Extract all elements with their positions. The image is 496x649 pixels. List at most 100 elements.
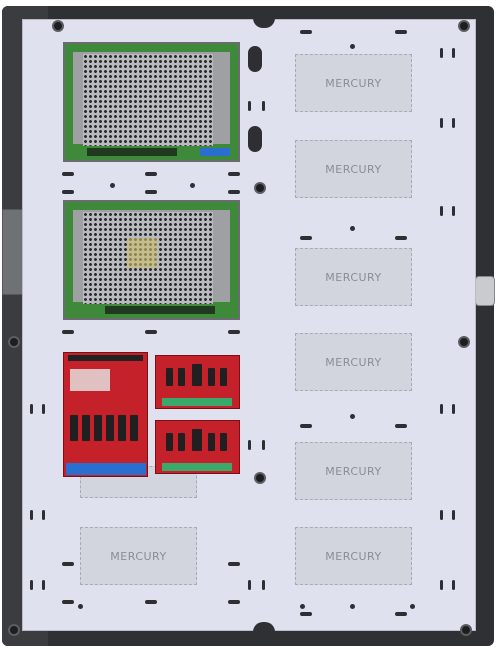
- psu-connector-row: [87, 148, 177, 156]
- mount-slot: [228, 190, 240, 194]
- power-supply-unit[interactable]: [63, 200, 240, 320]
- relay-icon: [220, 368, 227, 386]
- mount-slot: [228, 172, 240, 176]
- mount-hole: [350, 604, 355, 609]
- relay-icon: [178, 368, 185, 386]
- mercury-slot[interactable]: MERCURY: [295, 527, 412, 585]
- mount-slot: [145, 600, 157, 604]
- mount-slot: [452, 580, 455, 590]
- mercury-slot[interactable]: MERCURY: [295, 54, 412, 112]
- relay-icon: [118, 415, 126, 441]
- relay-icon: [106, 415, 114, 441]
- mount-slot: [452, 48, 455, 58]
- mount-slot: [300, 236, 312, 240]
- mercury-slot-label: MERCURY: [325, 162, 382, 176]
- mount-slot: [262, 440, 265, 450]
- terminal-block-icon: [200, 148, 230, 156]
- relay-icon: [178, 433, 185, 451]
- mount-slot: [145, 330, 157, 334]
- mount-hole: [110, 183, 115, 188]
- mount-slot: [395, 236, 407, 240]
- relay-icon: [192, 364, 202, 386]
- mercury-slot[interactable]: MERCURY: [295, 442, 412, 500]
- mount-screw: [458, 336, 470, 348]
- relay-icon: [208, 433, 215, 451]
- mercury-slot-label: MERCURY: [325, 464, 382, 478]
- mount-slot: [440, 404, 443, 414]
- mount-slot: [62, 600, 74, 604]
- mount-slot: [248, 126, 262, 152]
- mount-hole: [190, 183, 195, 188]
- mount-slot: [452, 510, 455, 520]
- mercury-slot-label: MERCURY: [110, 549, 167, 563]
- mount-slot: [228, 600, 240, 604]
- psu-board-edge: [65, 44, 73, 160]
- mount-slot: [300, 612, 312, 616]
- mount-slot: [145, 172, 157, 176]
- mount-slot: [248, 440, 251, 450]
- board-label: [70, 369, 110, 391]
- relay-icon: [166, 433, 173, 451]
- mercury-slot-label: MERCURY: [325, 76, 382, 90]
- latch-icon[interactable]: [475, 276, 495, 306]
- mercury-slot-label: MERCURY: [325, 549, 382, 563]
- terminal-block-icon: [66, 463, 146, 475]
- board-header: [68, 355, 143, 361]
- mount-slot: [395, 30, 407, 34]
- mount-slot: [300, 424, 312, 428]
- mercury-slot[interactable]: MERCURY: [295, 248, 412, 306]
- relay-icon: [130, 415, 138, 441]
- mount-slot: [248, 101, 251, 111]
- mount-screw: [8, 624, 20, 636]
- relay-icon: [208, 368, 215, 386]
- relay-board[interactable]: [155, 355, 240, 409]
- mount-slot: [30, 404, 33, 414]
- bottom-notch: [253, 622, 275, 632]
- mount-slot: [62, 330, 74, 334]
- power-supply-unit[interactable]: [63, 42, 240, 162]
- psu-connector-row: [105, 306, 215, 314]
- mount-screw: [254, 182, 266, 194]
- mount-slot: [62, 190, 74, 194]
- mercury-slot[interactable]: MERCURY: [80, 527, 197, 585]
- mount-slot: [228, 330, 240, 334]
- mount-slot: [248, 580, 251, 590]
- mount-screw: [460, 624, 472, 636]
- mercury-slot-label: MERCURY: [325, 355, 382, 369]
- mount-slot: [440, 510, 443, 520]
- top-notch: [253, 18, 275, 28]
- mount-slot: [262, 101, 265, 111]
- mercury-slot[interactable]: MERCURY: [295, 140, 412, 198]
- terminal-block-icon: [162, 398, 232, 406]
- mount-slot: [42, 510, 45, 520]
- mount-slot: [300, 30, 312, 34]
- psu-board-edge: [230, 202, 238, 318]
- relay-icon: [166, 368, 173, 386]
- mount-slot: [440, 118, 443, 128]
- mount-screw: [52, 20, 64, 32]
- control-board[interactable]: [63, 352, 148, 477]
- mount-slot: [30, 580, 33, 590]
- mount-screw: [8, 336, 20, 348]
- psu-board-edge: [65, 44, 238, 52]
- mount-hole: [350, 226, 355, 231]
- mount-slot: [395, 424, 407, 428]
- mount-hole: [410, 604, 415, 609]
- mount-screw: [458, 20, 470, 32]
- mount-hole: [350, 414, 355, 419]
- mercury-slot-label: MERCURY: [325, 270, 382, 284]
- relay-icon: [70, 415, 78, 441]
- relay-icon: [82, 415, 90, 441]
- mount-slot: [440, 48, 443, 58]
- psu-board-edge: [65, 202, 73, 318]
- relay-board[interactable]: [155, 420, 240, 474]
- mount-slot: [452, 404, 455, 414]
- mount-slot: [30, 510, 33, 520]
- psu-board-edge: [65, 202, 238, 210]
- mount-screw: [254, 472, 266, 484]
- psu-label: [127, 238, 157, 268]
- psu-board-edge: [230, 44, 238, 160]
- mount-slot: [145, 190, 157, 194]
- mercury-slot[interactable]: MERCURY: [295, 333, 412, 391]
- mount-slot: [248, 46, 262, 72]
